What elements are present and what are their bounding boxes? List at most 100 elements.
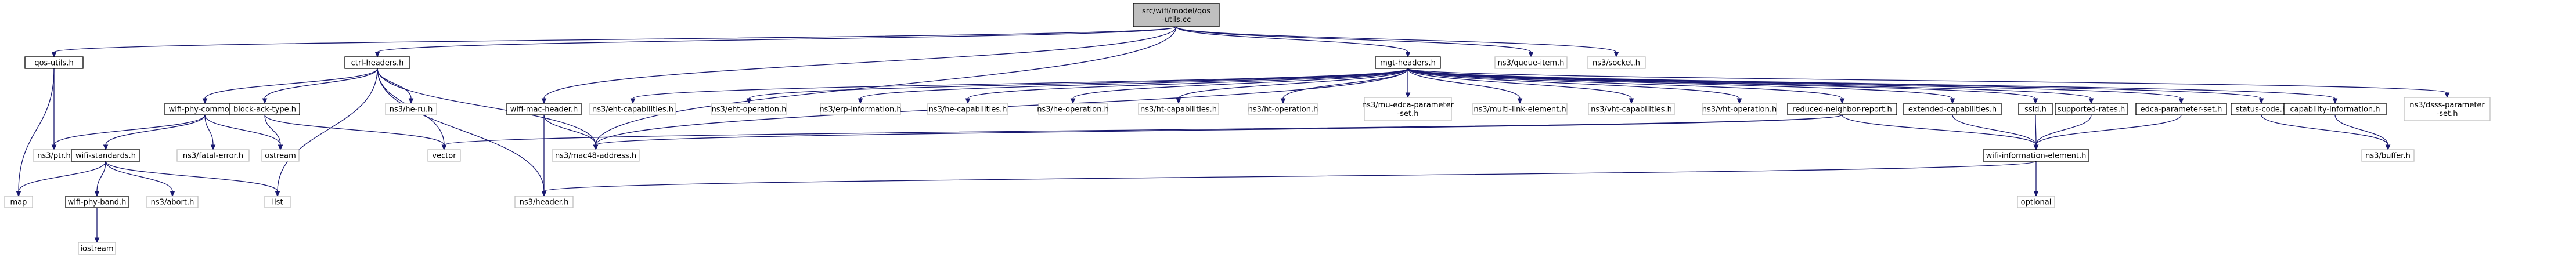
node-vht-capabilities: ns3/vht-capabilities.h (1588, 103, 1675, 115)
edge-wifi_standards-to-list (105, 161, 280, 197)
node-box (24, 56, 84, 69)
node-status-code[interactable]: status-code.h (2231, 103, 2292, 115)
node-label: ns3/eht-operation.h (712, 106, 787, 114)
edge-mgt_headers-to-capability_info (1407, 68, 2338, 104)
node-buffer: ns3/buffer.h (2361, 149, 2415, 162)
node-label: status-code.h (2236, 106, 2287, 114)
node-supported-rates[interactable]: supported-rates.h (2055, 103, 2128, 115)
edge-reduced_neighbor-to-mac48 (593, 114, 1843, 151)
node-label: qos-utils.h (34, 59, 73, 68)
node-box (820, 103, 901, 115)
edge-mgt_headers-to-he_operation (1070, 68, 1408, 104)
node-label: ns3/vht-capabilities.h (1591, 106, 1672, 114)
node-label: ns3/he-capabilities.h (929, 106, 1007, 114)
node-label: wifi-mac-header.h (510, 106, 578, 114)
node-box (514, 196, 574, 208)
node-wifi-phy-band[interactable]: wifi-phy-band.h (65, 196, 129, 208)
edge-mgt_headers-to-reduced_neighbor (1407, 68, 1845, 104)
node-root: src/wifi/model/qos-utils.cc (1133, 3, 1220, 27)
node-label: mgt-headers.h (1380, 59, 1436, 68)
edge-ctrl_headers-to-wifi_phy_common (202, 68, 378, 104)
edge-wifi_standards-to-abort (105, 161, 175, 197)
node-label: wifi-standards.h (75, 152, 136, 161)
edge-wifi_phy_common-to-ptr (51, 114, 206, 151)
node-box (1375, 56, 1441, 69)
node-list: list (264, 196, 291, 208)
edge-block_ack_type-to-vector (264, 114, 447, 151)
node-label: list (272, 198, 283, 207)
edge-mgt_headers-to-eht_operation (746, 68, 1408, 104)
node-box (264, 196, 291, 208)
node-wifi-info-element[interactable]: wifi-information-element.h (1983, 149, 2089, 162)
node-reduced-neighbor[interactable]: reduced-neighbor-report.h (1787, 103, 1897, 115)
node-qos-utils[interactable]: qos-utils.h (24, 56, 84, 69)
edge-edca_param-to-wifi_info_element (2033, 114, 2182, 151)
node-label: supported-rates.h (2058, 106, 2125, 114)
node-box (589, 103, 676, 115)
edge-mgt_headers-to-eht_capabilities (630, 68, 1408, 104)
node-label: ns3/mu-edca-parameter (1362, 101, 1454, 110)
node-label: ns3/socket.h (1593, 59, 1640, 68)
node-he-operation: ns3/he-operation.h (1037, 103, 1109, 115)
node-box (1983, 149, 2089, 162)
node-wifi-phy-common[interactable]: wifi-phy-common.h (164, 103, 246, 115)
node-label: ns3/abort.h (151, 198, 194, 207)
edge-root-to-queue_item (1176, 26, 1534, 58)
edges-layer (16, 26, 2450, 244)
node-box (1133, 3, 1220, 27)
node-label: ns3/erp-information.h (819, 106, 901, 114)
node-block-ack-type[interactable]: block-ack-type.h (229, 103, 300, 115)
node-box (344, 56, 410, 69)
edge-qos_utils-to-ptr (51, 68, 57, 151)
node-box (78, 242, 116, 255)
edge-mgt_headers-to-he_capabilities (965, 68, 1408, 104)
node-box (261, 149, 300, 162)
node-label: ns3/vht-operation.h (1702, 106, 1777, 114)
node-box (1138, 103, 1219, 115)
node-box (2404, 97, 2491, 121)
node-box (927, 103, 1008, 115)
edge-reduced_neighbor-to-wifi_info_element (1842, 114, 2039, 151)
node-ht-operation: ns3/ht-operation.h (1248, 103, 1318, 115)
node-wifi-standards[interactable]: wifi-standards.h (71, 149, 140, 162)
node-box (1903, 103, 2002, 115)
node-label: ns3/mac48-address.h (555, 152, 636, 161)
edge-wifi_phy_common-to-wifi_standards (103, 114, 206, 151)
node-label: ns3/eht-capabilities.h (592, 106, 673, 114)
edge-mgt_headers-to-supported_rates (1407, 68, 2094, 104)
node-box (2361, 149, 2415, 162)
node-optional: optional (2017, 196, 2055, 208)
node-label: ns3/fatal-error.h (183, 152, 243, 161)
edge-wifi_phy_common-to-ostream (204, 114, 283, 151)
node-ht-capabilities: ns3/ht-capabilities.h (1138, 103, 1219, 115)
edge-mgt_headers-to-multi_link (1407, 68, 1523, 104)
node-mgt-headers[interactable]: mgt-headers.h (1375, 56, 1441, 69)
node-label: optional (2021, 198, 2052, 207)
node-label: ns3/dsss-parameter (2409, 101, 2485, 110)
node-wifi-mac-header[interactable]: wifi-mac-header.h (506, 103, 582, 115)
node-ssid[interactable]: ssid.h (2018, 103, 2053, 115)
edge-wifi_standards-to-wifi_phy_band (94, 161, 106, 197)
node-label: ns3/queue-item.h (1498, 59, 1565, 68)
node-eht-operation: ns3/eht-operation.h (711, 103, 787, 115)
node-box (385, 103, 437, 115)
node-box (176, 149, 250, 162)
node-fatal-error: ns3/fatal-error.h (176, 149, 250, 162)
node-extended-caps[interactable]: extended-capabilities.h (1903, 103, 2002, 115)
node-box (1787, 103, 1897, 115)
edge-root-to-ctrl_headers (374, 26, 1177, 58)
node-box (1038, 103, 1108, 115)
node-label: -set.h (1397, 110, 1419, 118)
edge-mgt_headers-to-mu_edca (1405, 68, 1411, 99)
edge-wifi_phy_band-to-iostream (94, 208, 100, 244)
node-capability-info[interactable]: capability-information.h (2283, 103, 2387, 115)
node-erp-information: ns3/erp-information.h (819, 103, 902, 115)
node-label: vector (432, 152, 456, 161)
node-map: map (4, 196, 33, 208)
node-edca-param[interactable]: edca-parameter-set.h (2135, 103, 2227, 115)
edge-wifi_info_element-to-optional (2033, 161, 2039, 197)
node-ctrl-headers[interactable]: ctrl-headers.h (344, 56, 410, 69)
node-box (1364, 97, 1452, 121)
node-box (2017, 196, 2055, 208)
edge-status_code-to-buffer (2261, 114, 2391, 151)
